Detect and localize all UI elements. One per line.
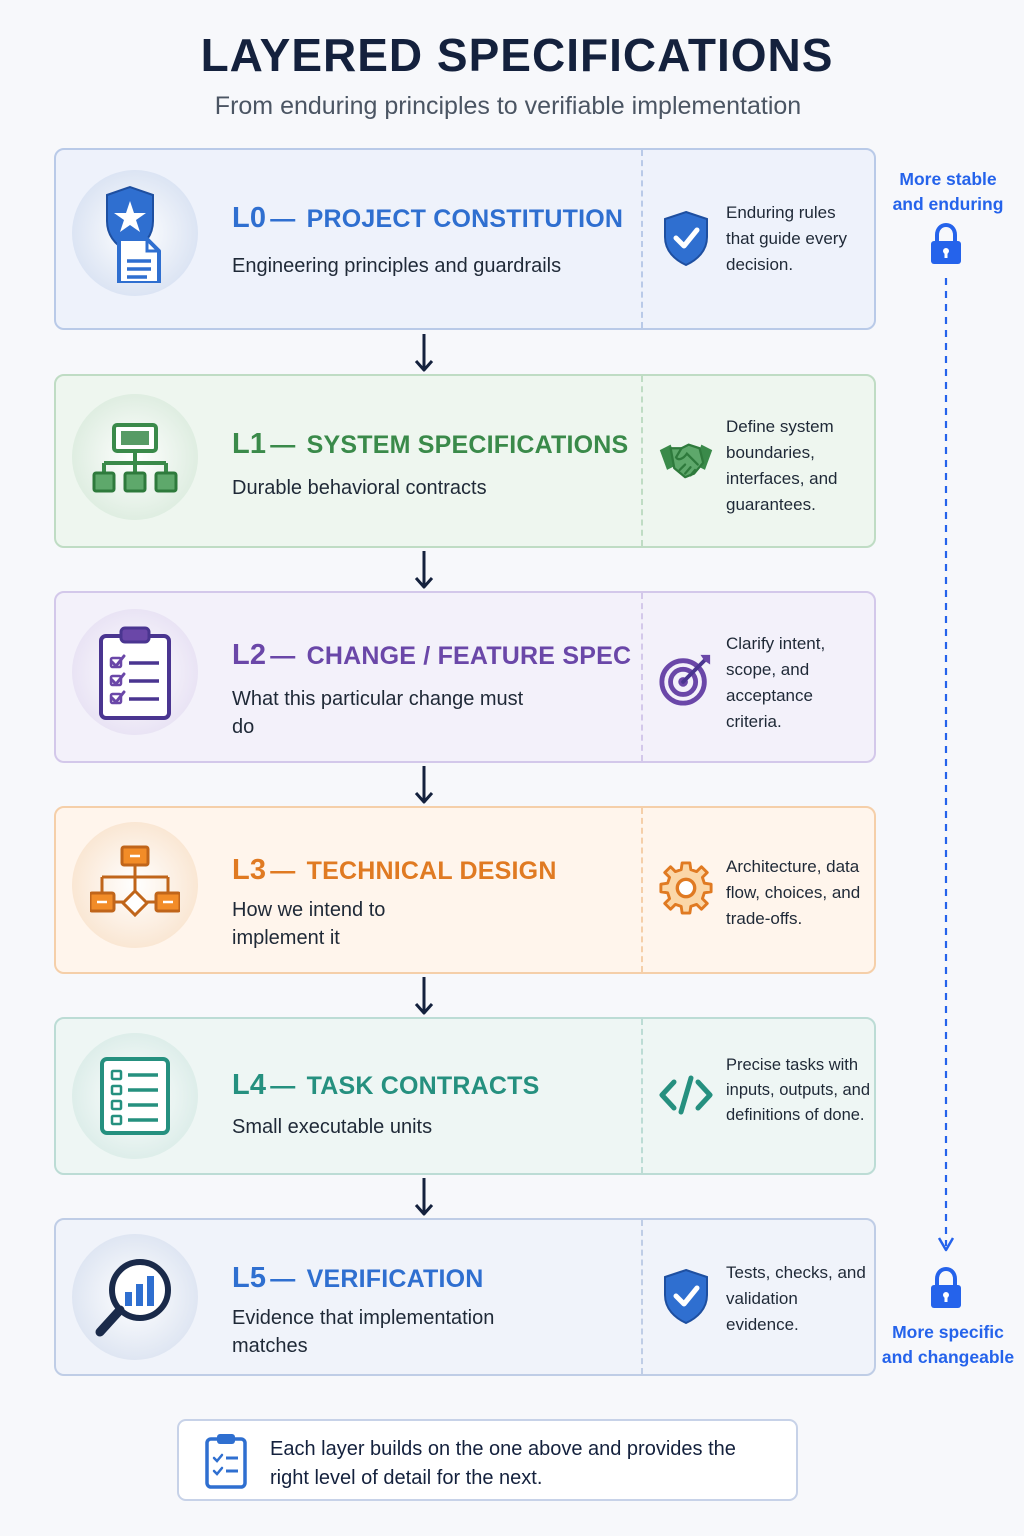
side-icon [658, 860, 714, 916]
layer-card-l4: L4— TASK CONTRACTS Small executable unit… [54, 1017, 876, 1175]
layer-side-text: Precise tasks with inputs, outputs, and … [726, 1056, 871, 1124]
layer-dash: — [270, 642, 296, 670]
layer-level: L2 [232, 639, 267, 671]
layer-side-text: Tests, checks, and validation evidence. [726, 1263, 866, 1334]
layer-dash: — [270, 857, 296, 885]
layer-desc: Engineering principles and guardrails [232, 255, 562, 277]
icon-circle [72, 609, 198, 735]
target-icon [659, 654, 711, 706]
layer-level: L5 [232, 1262, 267, 1294]
stability-top-label: More stable and enduring [892, 169, 1004, 214]
code-icon [659, 1075, 713, 1115]
down-arrow-icon [414, 334, 434, 372]
footer-note: Each layer builds on the one above and p… [177, 1419, 798, 1501]
side-icon [658, 1067, 714, 1123]
layer-card-l1: L1— SYSTEM SPECIFICATIONS Durable behavi… [54, 374, 876, 548]
layer-desc: What this particular change must do [232, 688, 524, 738]
layer-card-l0: L0— PROJECT CONSTITUTION Engineering pri… [54, 148, 876, 330]
layer-card-l2: L2— CHANGE / FEATURE SPEC What this part… [54, 591, 876, 763]
icon-circle [72, 822, 198, 948]
card-divider [641, 376, 643, 546]
icon-circle [72, 1033, 198, 1159]
layer-side-text: Architecture, data flow, choices, and tr… [726, 857, 861, 928]
layer-dash: — [270, 431, 296, 459]
layer-desc: Evidence that implementation matches [232, 1307, 495, 1357]
stability-axis-arrow [937, 278, 955, 1252]
layer-title: L2— CHANGE / FEATURE SPEC [232, 639, 631, 672]
icon-circle [72, 170, 198, 296]
shield-check-icon [664, 210, 708, 266]
side-icon [658, 432, 714, 488]
layer-dash: — [270, 1265, 296, 1293]
card-divider [641, 1220, 643, 1374]
gear-icon [659, 861, 713, 915]
layer-title-text: TECHNICAL DESIGN [306, 857, 557, 885]
layer-side-text: Enduring rules that guide every decision… [726, 203, 847, 274]
layer-level: L1 [232, 428, 267, 460]
lock-icon [931, 1266, 961, 1308]
down-arrow-icon [414, 977, 434, 1015]
layer-desc: Durable behavioral contracts [232, 477, 487, 499]
layer-level: L0 [232, 202, 267, 234]
page-subtitle: From enduring principles to verifiable i… [214, 92, 802, 120]
layer-title: L4— TASK CONTRACTS [232, 1069, 540, 1102]
shield-check-icon [664, 1268, 708, 1324]
card-divider [641, 593, 643, 761]
layer-title-text: VERIFICATION [306, 1265, 484, 1293]
layer-title-text: CHANGE / FEATURE SPEC [306, 642, 632, 670]
layer-level: L4 [232, 1069, 267, 1101]
down-arrow-icon [414, 551, 434, 589]
magnifier-chart-icon [95, 1259, 171, 1337]
task-list-icon [100, 1057, 170, 1135]
layer-title-text: TASK CONTRACTS [306, 1072, 540, 1100]
layer-dash: — [270, 205, 296, 233]
icon-circle [72, 1234, 198, 1360]
icon-circle [72, 394, 198, 520]
layer-level: L3 [232, 854, 267, 886]
clipboard-checklist-icon [205, 1434, 247, 1489]
layer-side-text: Clarify intent, scope, and acceptance cr… [726, 634, 826, 731]
side-icon [658, 651, 714, 707]
down-arrow-icon [414, 766, 434, 804]
flowchart-icon [90, 845, 180, 918]
side-icon [658, 1268, 714, 1324]
layer-title: L3— TECHNICAL DESIGN [232, 854, 557, 887]
lock-icon [931, 222, 961, 264]
layer-title-text: PROJECT CONSTITUTION [306, 205, 624, 233]
card-divider [641, 808, 643, 972]
down-arrow-icon [414, 1178, 434, 1216]
hierarchy-icon [92, 423, 178, 493]
card-divider [641, 150, 643, 328]
footer-text: Each layer builds on the one above and p… [270, 1438, 736, 1489]
clipboard-checklist-icon [99, 626, 171, 720]
layer-card-l3: L3— TECHNICAL DESIGN How we intend to im… [54, 806, 876, 974]
layer-title: L5— VERIFICATION [232, 1262, 484, 1295]
layer-desc: Small executable units [232, 1116, 433, 1138]
handshake-icon [659, 443, 713, 479]
layer-title: L1— SYSTEM SPECIFICATIONS [232, 428, 628, 461]
layer-dash: — [270, 1072, 296, 1100]
layer-card-l5: L5— VERIFICATION Evidence that implement… [54, 1218, 876, 1376]
shield-document-icon [106, 185, 161, 283]
page-title: LAYERED SPECIFICATIONS [200, 29, 834, 81]
layer-desc: How we intend to implement it [232, 899, 386, 949]
layer-title-text: SYSTEM SPECIFICATIONS [306, 431, 629, 459]
card-divider [641, 1019, 643, 1173]
side-icon [658, 210, 714, 266]
stability-bottom-label: More specific and changeable [881, 1322, 1015, 1367]
layer-title: L0— PROJECT CONSTITUTION [232, 202, 623, 235]
layer-side-text: Define system boundaries, interfaces, an… [726, 417, 838, 514]
